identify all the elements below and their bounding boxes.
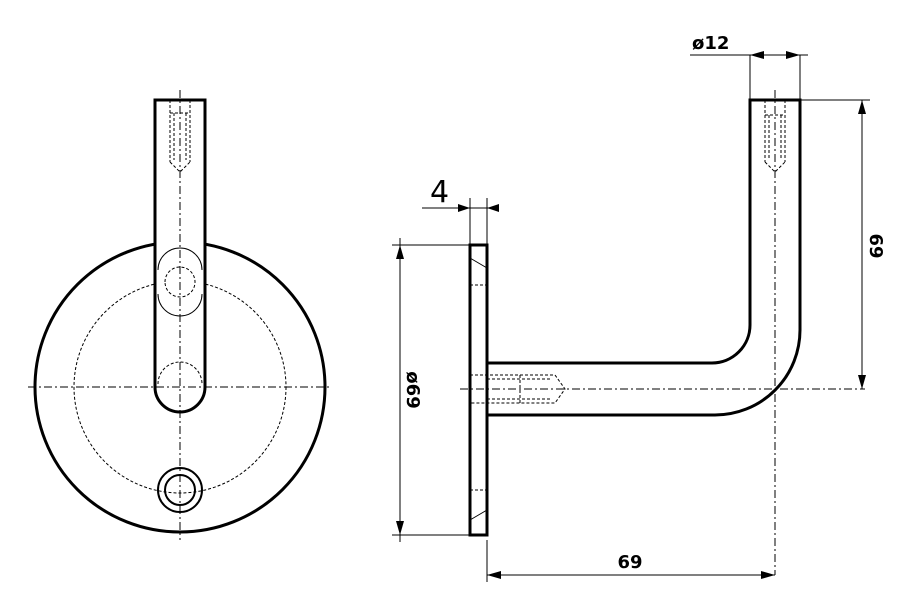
dimensions: ø12 4 ø69 69 [392, 33, 886, 582]
mounting-stud-hidden [470, 374, 566, 404]
dim-tube-diameter-label: ø12 [692, 33, 729, 54]
dim-vertical-rise: 69 [800, 99, 886, 389]
dim-horizontal-reach-label: 69 [617, 552, 642, 573]
side-view [460, 90, 865, 575]
front-view [28, 90, 332, 540]
wall-plate-side [468, 243, 489, 537]
dim-plate-diameter-label: ø69 [402, 371, 423, 408]
bent-tube [487, 98, 802, 417]
tube-threaded-hole [764, 100, 786, 173]
dim-plate-thickness: 4 [422, 175, 499, 245]
dim-plate-thickness-label: 4 [430, 175, 449, 210]
dim-plate-diameter: ø69 [392, 238, 470, 542]
dim-horizontal-reach: 69 [486, 540, 775, 582]
dim-vertical-rise-label: 69 [865, 233, 886, 258]
dim-tube-diameter: ø12 [690, 33, 808, 100]
